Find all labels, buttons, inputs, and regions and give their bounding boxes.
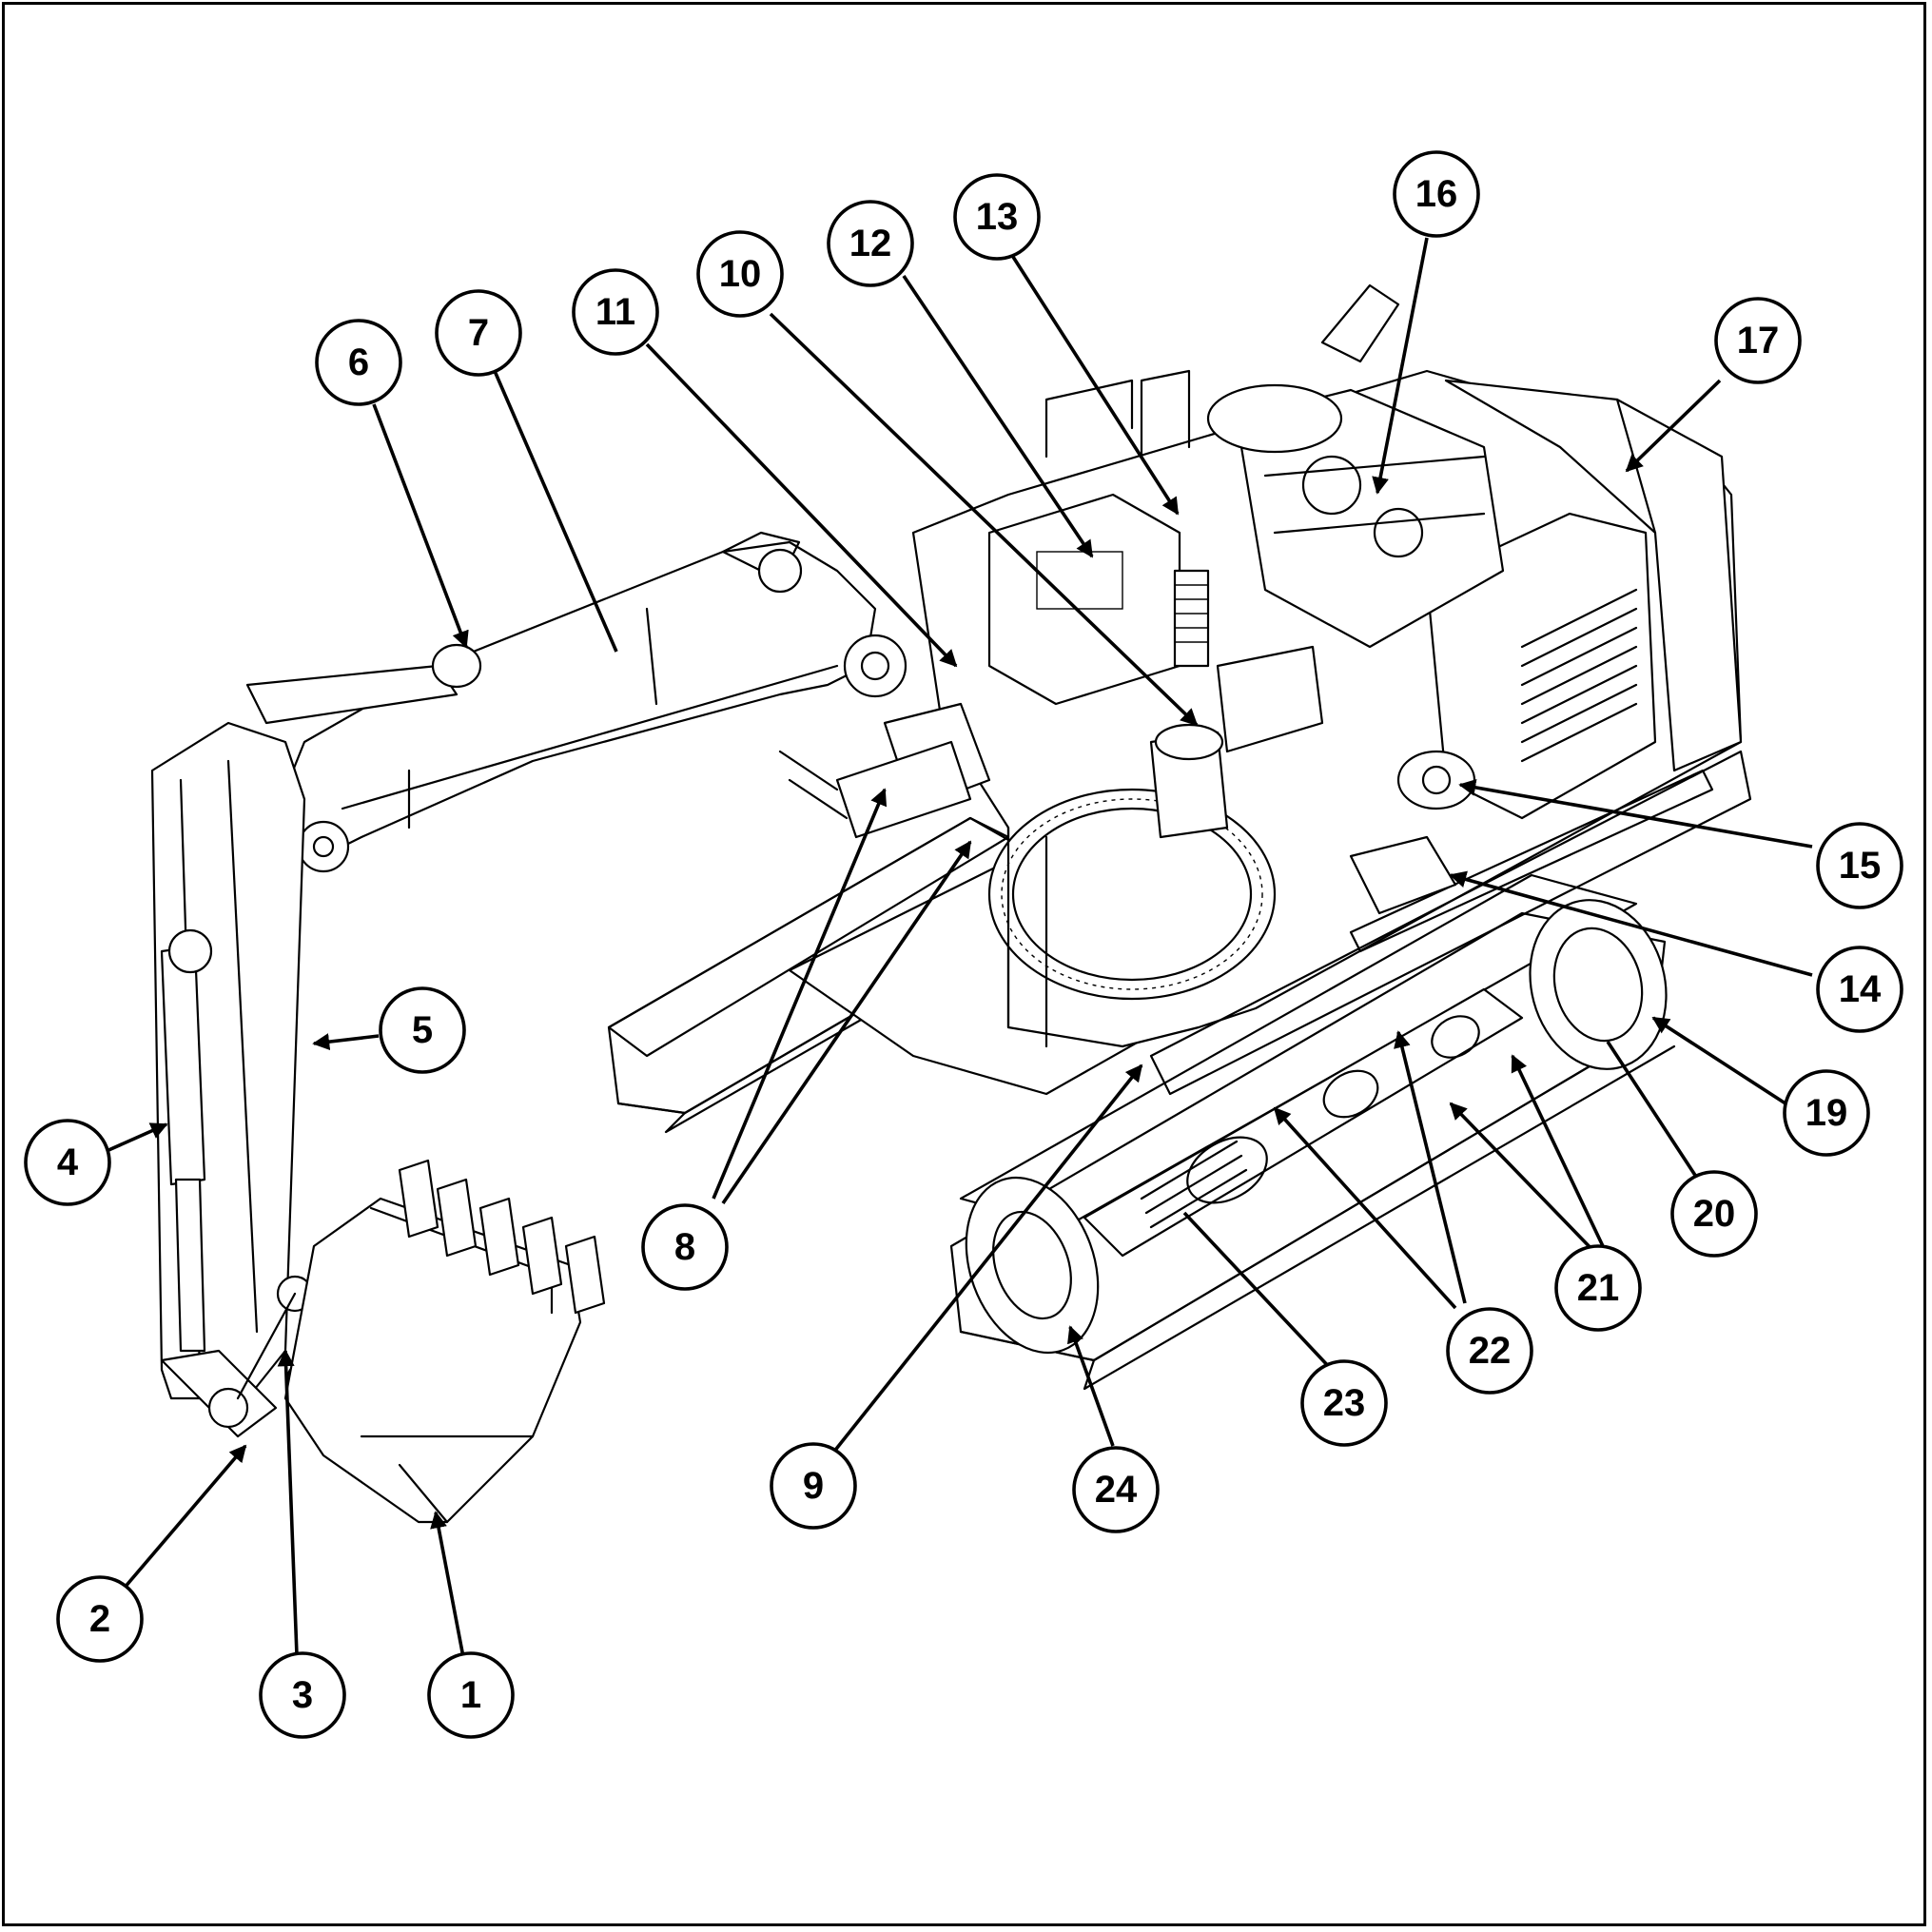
boom [283,540,907,873]
callout-12: 12 [827,200,914,287]
callout-14: 14 [1816,946,1903,1033]
leader-23 [1182,1211,1334,1372]
callout-23-label: 23 [1323,1382,1366,1424]
callout-1: 1 [427,1651,515,1739]
callout-6: 6 [315,319,402,406]
callout-24: 24 [1072,1446,1160,1533]
callouts: 1 2 3 4 5 6 7 8 9 10 11 12 13 14 15 16 1… [24,150,1903,1739]
leader-21b [1511,1054,1605,1247]
callout-17: 17 [1714,297,1802,384]
leader-12 [902,274,1094,558]
callout-19: 19 [1783,1069,1870,1157]
callout-2: 2 [56,1575,144,1663]
callout-4: 4 [24,1119,111,1206]
leader-8a [712,788,888,1200]
leader-9 [831,1064,1143,1454]
leader-17 [1625,379,1722,473]
stick [150,721,306,1400]
callout-22-label: 22 [1469,1330,1512,1372]
callout-24-label: 24 [1095,1469,1138,1511]
leader-15 [1458,778,1813,849]
callout-9: 9 [770,1442,857,1530]
leader-2 [122,1444,247,1590]
callout-5: 5 [379,986,466,1074]
callout-1-label: 1 [460,1674,481,1716]
callout-10-label: 10 [719,253,762,295]
leader-22b [1394,1030,1467,1304]
stick-cylinder [245,531,803,725]
callout-5-label: 5 [412,1009,433,1051]
callout-7: 7 [435,289,522,377]
boom-cylinders [778,702,991,839]
callout-11-label: 11 [595,291,635,333]
callout-19-label: 19 [1805,1092,1848,1134]
leader-lines [106,237,1813,1658]
callout-20: 20 [1670,1170,1758,1258]
callout-11: 11 [572,268,659,356]
excavator-drawing [150,283,1752,1524]
leader-19 [1651,1016,1789,1107]
callout-15-label: 15 [1839,845,1882,887]
leader-3 [277,1349,299,1656]
callout-20-label: 20 [1693,1193,1736,1235]
leader-11 [645,342,958,668]
callout-17-label: 17 [1737,320,1780,361]
right-track [949,873,1676,1391]
callout-15: 15 [1816,822,1903,909]
callout-12-label: 12 [849,223,892,264]
callout-16-label: 16 [1415,173,1458,215]
leader-1 [430,1511,465,1658]
callout-8-label: 8 [674,1226,695,1268]
callout-7-label: 7 [468,312,489,354]
leader-7 [493,370,618,653]
leader-21a [1449,1102,1600,1258]
upper-structure [911,283,1752,1096]
callout-13: 13 [953,173,1041,261]
callout-14-label: 14 [1839,968,1882,1010]
leader-16 [1372,237,1429,495]
callout-4-label: 4 [57,1142,79,1183]
callout-10: 10 [696,230,784,318]
leader-13 [1011,256,1180,516]
callout-3: 3 [259,1651,346,1739]
callout-8: 8 [641,1203,729,1291]
leader-5 [312,1033,380,1051]
leader-22a [1273,1106,1457,1310]
leader-24 [1067,1325,1115,1447]
leader-10 [769,312,1199,727]
callout-21-label: 21 [1577,1267,1620,1309]
leader-8b [721,840,972,1205]
callout-9-label: 9 [803,1465,824,1507]
callout-6-label: 6 [348,342,369,383]
callout-23: 23 [1300,1359,1388,1447]
leader-20 [1606,1041,1700,1181]
callout-13-label: 13 [976,196,1019,238]
callout-2-label: 2 [89,1598,110,1640]
callout-22: 22 [1446,1307,1533,1395]
callout-21: 21 [1554,1244,1642,1332]
leader-14 [1449,870,1813,977]
leader-4 [106,1122,168,1153]
callout-16: 16 [1393,150,1480,238]
bucket [283,1159,606,1524]
leader-6 [372,403,469,649]
callout-3-label: 3 [292,1674,313,1716]
